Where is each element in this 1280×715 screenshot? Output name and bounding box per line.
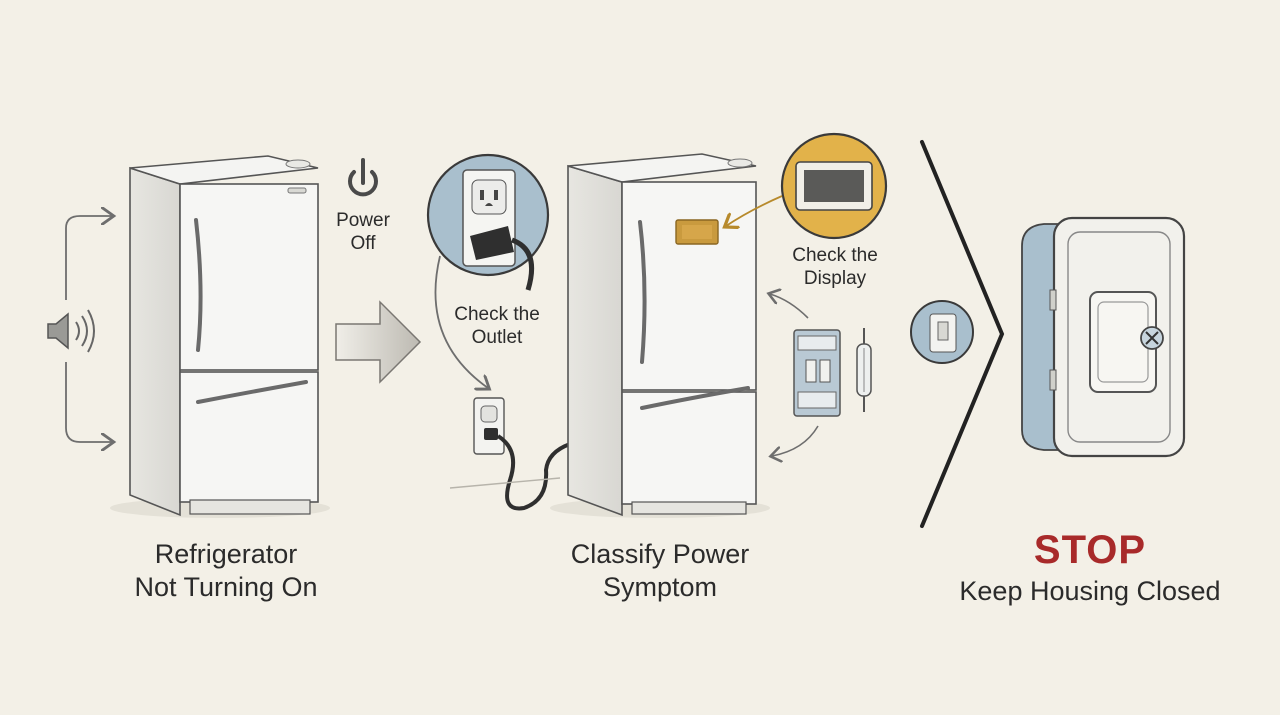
breaker-pointer-up	[770, 294, 809, 319]
fuse-icon	[856, 328, 872, 412]
power-off-line1: Power	[336, 210, 390, 231]
step1-line1: Refrigerator	[154, 539, 298, 569]
refrigerator-left	[110, 155, 330, 518]
closed-housing-icon	[1021, 216, 1186, 458]
speaker-icon	[47, 309, 95, 353]
check-display-line1: Check the	[792, 245, 878, 266]
flow-arrow-up	[65, 216, 112, 300]
step2-title: Classify Power Symptom	[540, 538, 780, 604]
power-icon	[348, 158, 378, 197]
step3-block: STOP Keep Housing Closed	[930, 526, 1250, 608]
outlet-callout	[426, 153, 550, 291]
display-callout	[780, 132, 888, 240]
step2-line2: Symptom	[602, 571, 718, 602]
outlet-pointer-arrow	[434, 255, 488, 388]
power-off-line2: Off	[350, 233, 376, 255]
step1-title: Refrigerator Not Turning On	[106, 538, 346, 604]
outlet-icon	[471, 179, 507, 215]
stop-divider	[920, 140, 1005, 528]
display-icon	[795, 161, 873, 211]
check-outlet-line2: Outlet	[471, 327, 523, 349]
power-off-label: Power Off	[326, 209, 400, 255]
wall-outlet	[449, 397, 571, 511]
check-display-line2: Display	[803, 268, 867, 290]
flow-arrow-down	[65, 362, 112, 442]
display-pointer-arrow	[726, 195, 783, 226]
stop-subtitle: Keep Housing Closed	[959, 575, 1221, 606]
check-outlet-line1: Check the	[454, 304, 540, 325]
step2-line1: Classify Power	[570, 539, 750, 569]
check-display-label: Check the Display	[770, 244, 900, 290]
stop-title: STOP	[1033, 528, 1147, 572]
circuit-breaker-icon	[793, 329, 841, 417]
breaker-pointer-down	[772, 425, 819, 456]
transition-arrow	[335, 300, 422, 384]
step1-line2: Not Turning On	[134, 571, 318, 602]
refrigerator-middle	[550, 153, 770, 518]
check-outlet-label: Check the Outlet	[432, 303, 562, 349]
wall-switch-icon	[910, 300, 974, 364]
